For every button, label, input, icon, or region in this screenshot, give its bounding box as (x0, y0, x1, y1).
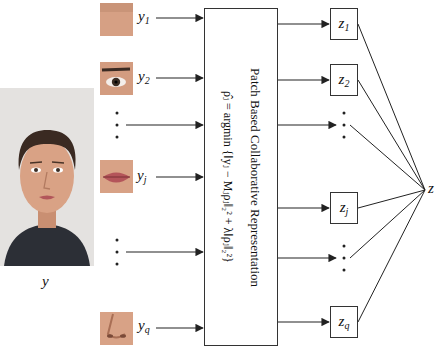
output-symbol: z2 (339, 72, 350, 89)
image-patch (100, 3, 133, 36)
patch-label: y2 (138, 69, 150, 86)
output-symbol: zq (339, 314, 350, 331)
image-patch (100, 160, 133, 193)
output-box: zj (330, 192, 358, 224)
image-patch (100, 312, 133, 345)
merge-line (350, 24, 425, 322)
patch-label: yj (137, 168, 146, 185)
output-arrow (278, 207, 329, 208)
output-arrow (278, 79, 329, 80)
output-symbol: zj (340, 200, 349, 217)
output-symbol: z1 (339, 16, 350, 33)
box-title: Patch Based Collaborative Representation (248, 16, 263, 338)
process-box: ρ̂ⱼ = argmin {‖yⱼ − Mⱼρⱼ‖₂² + λ‖ρⱼ‖₂²} Pa… (204, 8, 278, 346)
output-box: zq (330, 306, 358, 338)
input-arrow (126, 18, 203, 328)
patch-label: yq (138, 318, 150, 335)
patch-label: y1 (138, 9, 150, 26)
image-patch (100, 62, 133, 95)
output-arrow (278, 23, 329, 24)
face-photo (0, 88, 94, 266)
output-arrow (278, 321, 329, 322)
output-arrow (278, 125, 336, 258)
output-box: z2 (330, 64, 358, 96)
image-label: y (42, 274, 49, 289)
output-box: z1 (330, 8, 358, 40)
formula: ρ̂ⱼ = argmin {‖yⱼ − Mⱼρⱼ‖₂² + λ‖ρⱼ‖₂²} (220, 16, 234, 338)
output-label: z (428, 181, 434, 196)
